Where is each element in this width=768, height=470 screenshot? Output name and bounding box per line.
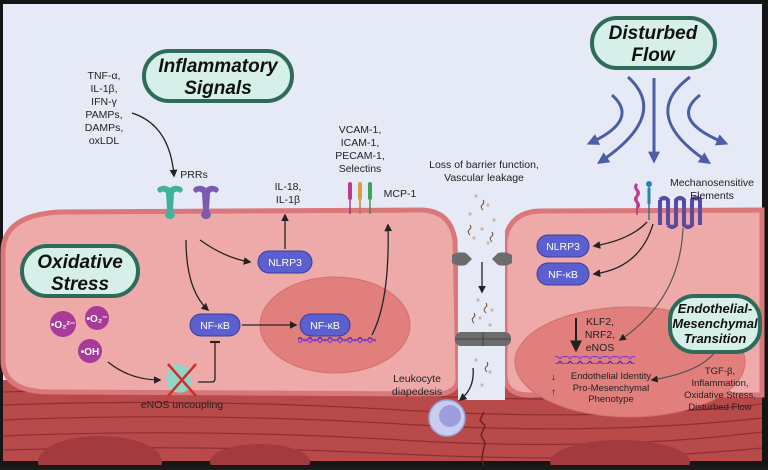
pill-label: NF-κB — [310, 320, 340, 332]
prr-receptor-teal-icon — [157, 185, 183, 219]
mechano-to-nucleus-arrow — [618, 227, 684, 341]
mechanosensitive-elements-icon — [634, 181, 702, 229]
il18-label: IL-18, — [275, 181, 302, 193]
title-line: Flow — [631, 45, 675, 66]
pill-label: NLRP3 — [268, 257, 302, 269]
nlrp3-left-pill: NLRP3 — [257, 250, 313, 274]
stimulus-text: IL-1β, — [90, 83, 117, 95]
oxidative-stress-title: Oxidative Stress — [20, 244, 140, 298]
nfkb-to-mcp1-arrow — [371, 223, 393, 336]
stimulus-text: IFN-γ — [91, 96, 117, 108]
title-line: Inflammatory — [158, 56, 279, 77]
ros-label: •O₂²⁻ — [51, 320, 75, 331]
nlrp3-right-pill: NLRP3 — [536, 234, 590, 258]
leukocyte-label: diapedesis — [392, 386, 442, 398]
endothelial-identity-label: Endothelial Identity — [571, 371, 652, 382]
title-line: Disturbed — [609, 23, 698, 44]
driver-text: Inflammation, — [691, 378, 748, 389]
down-arrow-glyph: ↓ — [551, 372, 556, 383]
adhesion-text: ICAM-1, — [341, 137, 380, 149]
adhesion-text: VCAM-1, — [339, 124, 382, 136]
tight-junction-open — [452, 252, 512, 266]
dna-icon — [555, 356, 635, 364]
pill-label: NLRP3 — [546, 241, 580, 253]
klf2-label: NRF2, — [585, 329, 615, 341]
prrs-label: PRRs — [180, 169, 207, 181]
driver-text: TGF-β, — [705, 366, 735, 377]
tight-junction-closed — [455, 332, 511, 346]
enos-inhibits-nfkb — [198, 340, 221, 383]
pill-label: NF-κB — [548, 269, 578, 281]
endmt-to-nucleus-arrow — [650, 351, 716, 383]
pill-label: NF-κB — [200, 320, 230, 332]
ros-superoxide-2-icon: •O₂²⁻ — [50, 311, 76, 337]
nfkb-nucleus-pill: NF-κB — [299, 313, 351, 337]
endmt-drivers-label: TGF-β, Inflammation, Oxidative Stress, D… — [684, 366, 756, 413]
title-line: Signals — [184, 78, 252, 99]
mcp1-label: MCP-1 — [384, 188, 417, 200]
title-line: Stress — [51, 274, 109, 295]
title-line: Mesenchymal — [672, 316, 758, 331]
il18-label: IL-1β — [276, 194, 300, 206]
adhesion-text: PECAM-1, — [335, 150, 385, 162]
klf2-label: KLF2, — [586, 316, 614, 328]
disturbed-flow-arrows — [586, 75, 729, 165]
stimulus-text: oxLDL — [89, 135, 120, 147]
barrier-label: Vascular leakage — [444, 172, 524, 184]
adhesion-text: Selectins — [339, 163, 382, 175]
pro-mesenchymal-label: Phenotype — [588, 394, 633, 405]
diapedesis-arrow — [458, 367, 474, 401]
leukocyte-label: Leukocyte — [393, 373, 441, 385]
disturbed-flow-title: Disturbed Flow — [590, 16, 717, 70]
klf2-label: eNOS — [586, 342, 615, 354]
nfkb-right-pill: NF-κB — [536, 262, 590, 286]
stimuli-to-prrs-arrow — [131, 112, 178, 178]
prr-to-nlrp3-arrow — [199, 239, 252, 265]
adhesion-molecules-icon — [348, 182, 372, 214]
ros-hydroxyl-icon: •OH — [78, 339, 102, 363]
leakage-particles — [468, 194, 496, 387]
paracellular-gap — [452, 194, 512, 400]
stimulus-text: PAMPs, — [85, 109, 122, 121]
stimulus-text: DAMPs, — [85, 122, 124, 134]
ros-superoxide-icon: •O₂⁻ — [85, 306, 109, 330]
leukocyte — [428, 399, 466, 437]
stimulus-text: TNF-α, — [88, 70, 121, 82]
endmt-title: Endothelial- Mesenchymal Transition — [668, 294, 762, 354]
title-line: Oxidative — [37, 252, 123, 273]
enos-uncoupling-label: eNOS uncoupling — [141, 399, 223, 411]
prr-receptor-purple-icon — [193, 185, 219, 219]
ros-label: •O₂⁻ — [86, 314, 107, 325]
title-line: Transition — [684, 331, 747, 346]
mechano-label: Mechanosensitive — [670, 177, 754, 189]
mechano-to-nlrp3-arrow — [592, 221, 648, 249]
stimuli-label: TNF-α, IL-1β, IFN-γ PAMPs, DAMPs, oxLDL — [85, 70, 124, 147]
adhesion-label: VCAM-1, ICAM-1, PECAM-1, Selectins — [335, 124, 385, 175]
enos-uncoupled-icon — [166, 363, 197, 397]
up-arrow-glyph: ↑ — [551, 387, 556, 398]
barrier-label: Loss of barrier function, — [429, 159, 539, 171]
driver-text: Disturbed Flow — [688, 402, 751, 413]
mechano-label: Elements — [690, 190, 734, 202]
pro-mesenchymal-label: Pro-Mesenchymal — [573, 383, 650, 394]
inflammatory-signals-title: Inflammatory Signals — [142, 49, 294, 103]
ros-label: •OH — [81, 347, 100, 358]
mechano-to-nfkb-arrow — [592, 223, 654, 278]
dna-icon — [298, 337, 376, 345]
title-line: Endothelial- — [678, 301, 752, 316]
nfkb-cytoplasm-pill: NF-κB — [189, 313, 241, 337]
prr-to-nfkb-arrow — [185, 239, 210, 312]
ros-to-enos-arrow — [107, 361, 162, 384]
driver-text: Oxidative Stress, — [684, 390, 756, 401]
